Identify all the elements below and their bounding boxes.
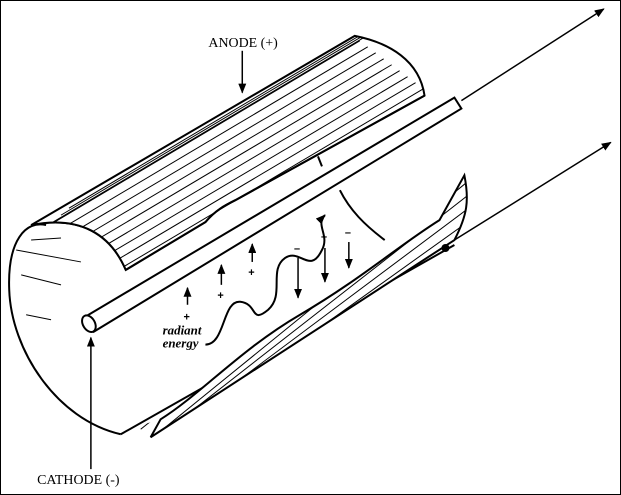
cathode-rod xyxy=(81,96,463,334)
minus-sign: – xyxy=(321,231,327,243)
plus-sign: + xyxy=(248,267,254,279)
plus-sign: + xyxy=(217,290,223,302)
minus-sign: – xyxy=(345,227,351,239)
plus-sign: + xyxy=(184,312,190,324)
tick-mark xyxy=(317,155,323,167)
anode-label: ANODE (+) xyxy=(208,36,278,51)
flow-arrow-bottom xyxy=(454,141,612,241)
cathode-label: CATHODE (-) xyxy=(37,473,120,488)
tube-edge-curve xyxy=(338,189,386,241)
flow-arrow-top xyxy=(460,8,605,102)
energy-label: energy xyxy=(163,336,199,351)
radiant-energy-wave xyxy=(205,214,326,346)
tube-body xyxy=(8,221,455,436)
minus-sign: – xyxy=(294,243,300,255)
radiant-label: radiant xyxy=(163,323,202,338)
positive-charges: + + + xyxy=(183,243,257,324)
negative-charges: – – – xyxy=(294,227,353,299)
